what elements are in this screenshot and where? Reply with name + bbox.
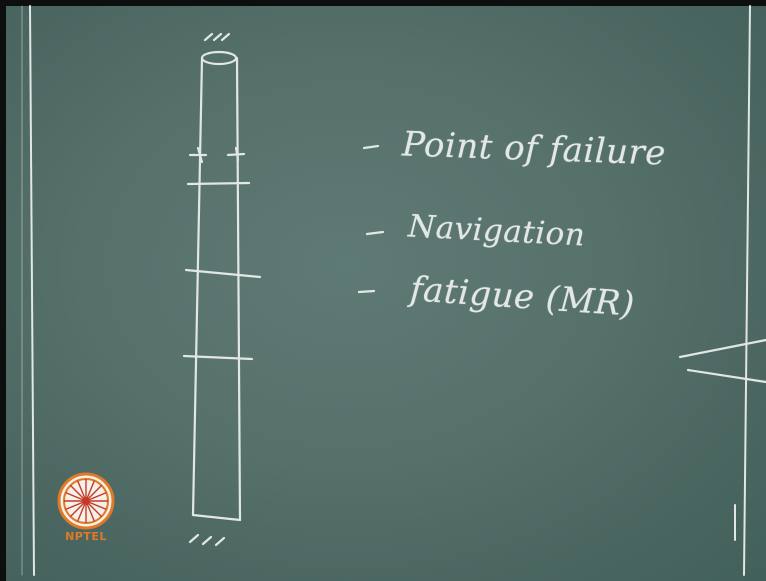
nptel-wheel-icon xyxy=(57,472,115,530)
logo-label: NPTEL xyxy=(65,530,107,543)
chalkboard xyxy=(6,6,766,581)
nptel-logo: NPTEL xyxy=(50,468,122,548)
note-navigation: Navigation xyxy=(407,208,587,254)
note-point-of-failure: Point of failure xyxy=(401,124,667,174)
column-sketch xyxy=(182,32,262,547)
